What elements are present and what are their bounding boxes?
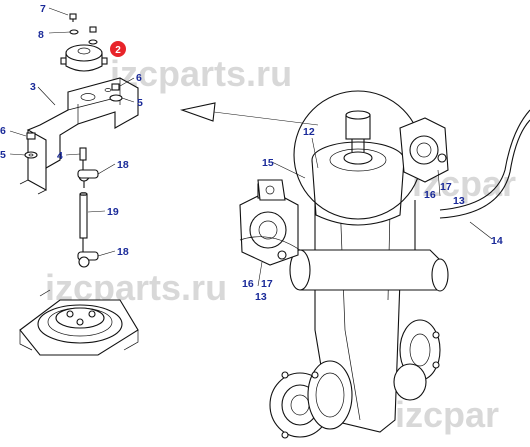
- callout-18-lower[interactable]: 18: [117, 246, 129, 258]
- bolt-6-right: [109, 83, 123, 102]
- right-hub: [393, 319, 441, 401]
- watermark-top: izcparts.ru: [110, 53, 292, 94]
- hose-14: [239, 109, 530, 251]
- callout-18-upper[interactable]: 18: [117, 159, 129, 171]
- callout-16-left[interactable]: 16: [242, 278, 254, 290]
- callout-12[interactable]: 12: [303, 126, 315, 138]
- callout-16-right[interactable]: 16: [424, 189, 436, 201]
- screw-upper: [88, 26, 98, 45]
- sensor-unit-2: [60, 44, 108, 72]
- upper-left-bracket: [257, 179, 286, 201]
- callout-7[interactable]: 7: [40, 3, 46, 15]
- callout-6-left[interactable]: 6: [0, 125, 6, 137]
- leader-lines: [9, 7, 493, 287]
- callout-19[interactable]: 19: [107, 206, 119, 218]
- upper-cylinder: [311, 110, 405, 226]
- highlighted-part-badge[interactable]: 2: [110, 41, 126, 57]
- badge-label: 2: [115, 45, 121, 56]
- washer-8: [69, 29, 79, 35]
- screw-7: [69, 13, 77, 22]
- callout-4[interactable]: 4: [57, 150, 63, 162]
- badge-circle: [110, 41, 126, 57]
- callout-8[interactable]: 8: [38, 29, 44, 41]
- callout-15[interactable]: 15: [262, 157, 274, 169]
- callout-5-right[interactable]: 5: [137, 97, 143, 109]
- bolt-6-left: [24, 132, 38, 159]
- callout-13-left[interactable]: 13: [255, 291, 267, 303]
- axle-housing: [289, 249, 449, 292]
- watermark-bottom: izcpar: [395, 394, 499, 435]
- callout-6-right[interactable]: 6: [136, 72, 142, 84]
- wheel-hub: [269, 360, 353, 439]
- ball-joint-18-lower: [77, 238, 99, 268]
- mounting-base: [19, 289, 139, 356]
- callout-5-left[interactable]: 5: [0, 149, 6, 161]
- callout-13-right[interactable]: 13: [453, 195, 465, 207]
- callout-17-left[interactable]: 17: [261, 278, 273, 290]
- pump-right: [399, 117, 449, 183]
- callout-3[interactable]: 3: [30, 81, 36, 93]
- ball-joint-18-upper: [77, 169, 99, 188]
- reference-arrow: [179, 102, 319, 126]
- rod-19: [79, 192, 88, 239]
- callout-14[interactable]: 14: [491, 235, 503, 247]
- clip-4: [79, 147, 87, 170]
- callout-17-right[interactable]: 17: [440, 181, 452, 193]
